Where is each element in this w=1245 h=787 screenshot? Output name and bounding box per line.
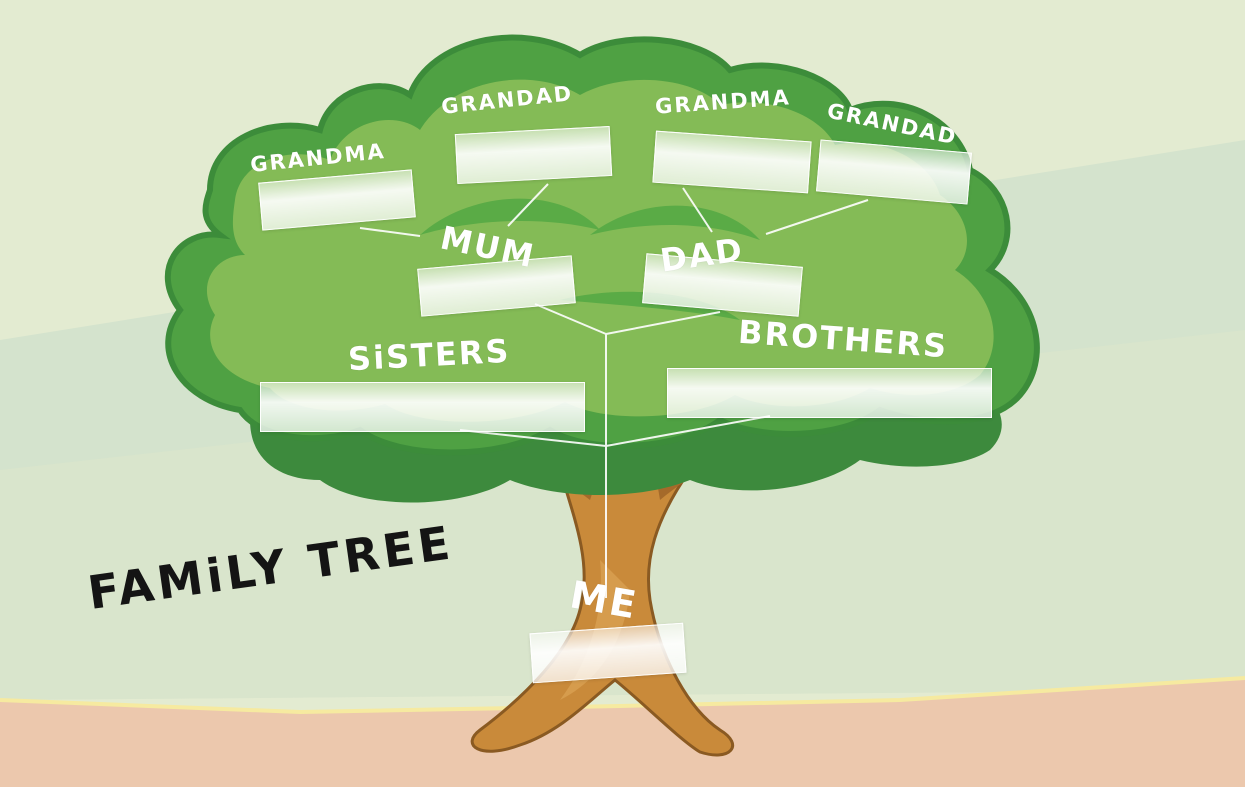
line-mum-center <box>534 303 607 335</box>
grandad-left-box[interactable] <box>454 125 613 185</box>
line-grandad-right-dad <box>765 199 869 235</box>
line-brothers-center <box>605 415 771 447</box>
line-dad-center <box>605 311 721 335</box>
me-box[interactable] <box>529 622 687 684</box>
ground <box>0 678 1245 787</box>
line-sisters-center <box>459 429 607 447</box>
brothers-box[interactable] <box>667 368 992 418</box>
foliage-inner-shade <box>420 198 600 235</box>
line-grandma-right-dad <box>682 187 713 233</box>
foliage-inner-shade <box>590 205 760 240</box>
line-grandma-left-mum <box>359 227 421 237</box>
ground-line <box>0 676 1245 715</box>
foliage-inner-shade <box>560 291 740 320</box>
connector-lines <box>359 183 869 598</box>
sisters-box[interactable] <box>260 382 585 432</box>
line-grandad-left-mum <box>507 183 549 227</box>
grandma-right-box[interactable] <box>652 130 812 194</box>
